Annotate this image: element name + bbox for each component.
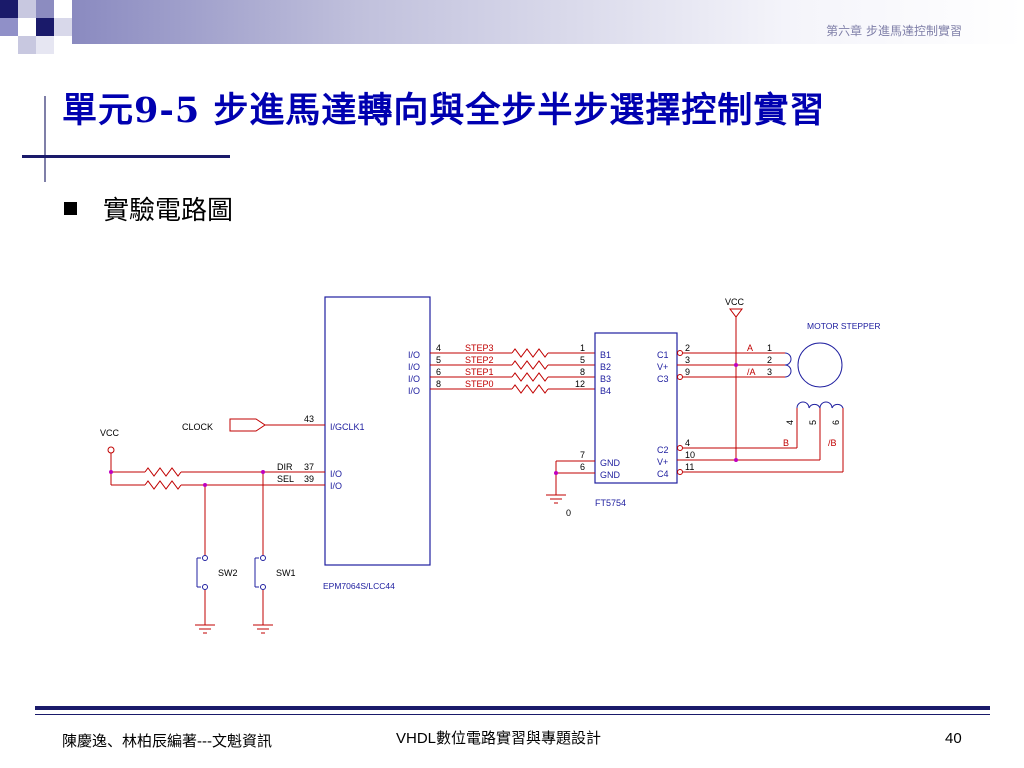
cpld-io-label-4: I/O bbox=[408, 386, 420, 396]
net-step3: STEP3 bbox=[465, 343, 494, 353]
footer-book-title: VHDL數位電路實習與專題設計 bbox=[396, 730, 602, 747]
sw2-switch bbox=[196, 555, 208, 590]
cpld-pin-4: 4 bbox=[436, 343, 441, 353]
clock-label: CLOCK bbox=[182, 422, 213, 432]
cpld-pin-39: 39 bbox=[304, 474, 314, 484]
header-bar bbox=[72, 0, 1024, 44]
driver-vplus-2: V+ bbox=[657, 457, 668, 467]
net-step1: STEP1 bbox=[465, 367, 494, 377]
driver-b4: B4 bbox=[600, 386, 611, 396]
driver-pin-4: 4 bbox=[685, 438, 690, 448]
driver-gnd-1: GND bbox=[600, 458, 621, 468]
driver-output-bubbles bbox=[677, 350, 683, 475]
driver-b3: B3 bbox=[600, 374, 611, 384]
driver-pin-1: 1 bbox=[580, 343, 585, 353]
motor-pin-6: 6 bbox=[831, 420, 841, 425]
driver-pin-6: 6 bbox=[580, 462, 585, 472]
driver-c3: C3 bbox=[657, 374, 669, 384]
dir-signal-label: DIR bbox=[277, 462, 293, 472]
title-horizontal-rule bbox=[22, 155, 230, 158]
sw1-label: SW1 bbox=[276, 568, 296, 578]
cpld-part-label: EPM7064S/LCC44 bbox=[323, 581, 395, 591]
bullet-square-icon bbox=[64, 202, 77, 215]
cpld-io-label-2: I/O bbox=[408, 362, 420, 372]
cpld-pin-5: 5 bbox=[436, 355, 441, 365]
motor-coil-b bbox=[796, 401, 844, 409]
motor-body bbox=[797, 342, 843, 388]
footer-rule-thick bbox=[35, 706, 990, 710]
phase-b-label: B bbox=[783, 438, 789, 448]
motor-wires bbox=[677, 317, 844, 473]
motor-coil-a bbox=[784, 352, 792, 378]
driver-ground-wires bbox=[546, 460, 595, 504]
ground-label: 0 bbox=[566, 508, 571, 518]
driver-pin-5: 5 bbox=[580, 355, 585, 365]
driver-vplus-1: V+ bbox=[657, 362, 668, 372]
driver-pin-3: 3 bbox=[685, 355, 690, 365]
motor-pin-3: 3 bbox=[767, 367, 772, 377]
driver-pin-8: 8 bbox=[580, 367, 585, 377]
driver-part-label: FT5754 bbox=[595, 498, 626, 508]
driver-pin-11: 11 bbox=[685, 462, 694, 472]
cpld-pin-8: 8 bbox=[436, 379, 441, 389]
driver-b1: B1 bbox=[600, 350, 611, 360]
vcc-left-label: VCC bbox=[100, 428, 120, 438]
cpld-lower-io-2: I/O bbox=[330, 481, 342, 491]
ground-symbol-sw2 bbox=[195, 624, 215, 634]
sw2-label: SW2 bbox=[218, 568, 238, 578]
driver-c4: C4 bbox=[657, 469, 669, 479]
page-title: 單元9-5 步進馬達轉向與全步半步選擇控制實習 bbox=[62, 90, 826, 131]
chapter-label: 第六章 步進馬達控制實習 bbox=[826, 24, 962, 38]
cpld-lower-io-1: I/O bbox=[330, 469, 342, 479]
sel-signal-label: SEL bbox=[277, 474, 294, 484]
phase-a-bar-label: /A bbox=[747, 367, 756, 377]
footer-author: 陳慶逸、林柏辰編著---文魁資訊 bbox=[62, 733, 272, 750]
title-vertical-rule bbox=[44, 96, 46, 182]
page-number: 40 bbox=[945, 730, 962, 747]
net-step0: STEP0 bbox=[465, 379, 494, 389]
driver-chip bbox=[594, 332, 678, 484]
net-step2: STEP2 bbox=[465, 355, 494, 365]
driver-pin-10: 10 bbox=[685, 450, 695, 460]
motor-pin-5: 5 bbox=[808, 420, 818, 425]
vcc-right-label: VCC bbox=[725, 297, 745, 307]
driver-c1: C1 bbox=[657, 350, 669, 360]
driver-b2: B2 bbox=[600, 362, 611, 372]
driver-pin-2: 2 bbox=[685, 343, 690, 353]
footer-rule-thin bbox=[35, 714, 990, 715]
phase-a-label: A bbox=[747, 343, 753, 353]
cpld-pin-6: 6 bbox=[436, 367, 441, 377]
driver-pin-7: 7 bbox=[580, 450, 585, 460]
cpld-pin-37: 37 bbox=[304, 462, 314, 472]
motor-pin-4: 4 bbox=[785, 420, 795, 425]
sw1-switch bbox=[254, 555, 266, 590]
cpld-chip bbox=[324, 296, 431, 566]
cpld-io-label-1: I/O bbox=[408, 350, 420, 360]
motor-label: MOTOR STEPPER bbox=[807, 321, 881, 331]
step-wires bbox=[430, 348, 595, 394]
driver-pin-12: 12 bbox=[575, 379, 585, 389]
vcc-right-arrow bbox=[729, 308, 743, 318]
motor-pin-2: 2 bbox=[767, 355, 772, 365]
phase-b-bar-label: /B bbox=[828, 438, 837, 448]
cpld-gclk-label: I/GCLK1 bbox=[330, 422, 365, 432]
cpld-io-label-3: I/O bbox=[408, 374, 420, 384]
clock-port bbox=[229, 418, 266, 432]
driver-pin-9: 9 bbox=[685, 367, 690, 377]
motor-pin-1: 1 bbox=[767, 343, 772, 353]
cpld-pin-43: 43 bbox=[304, 414, 314, 424]
section-subtitle: 實驗電路圖 bbox=[103, 196, 234, 226]
driver-c2: C2 bbox=[657, 445, 669, 455]
ground-symbol-sw1 bbox=[253, 624, 273, 634]
driver-gnd-2: GND bbox=[600, 470, 621, 480]
